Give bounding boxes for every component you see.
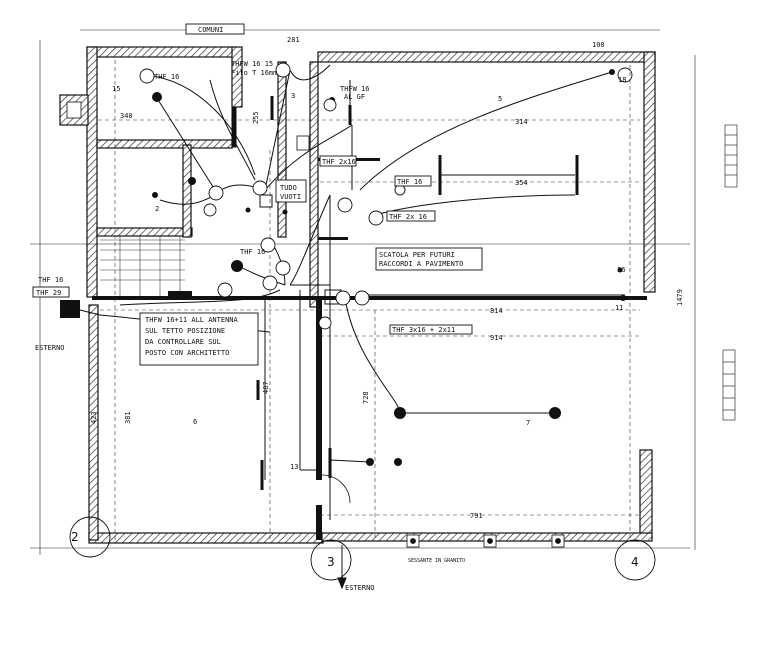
label-scatola-2: RACCORDI A PAVIMENTO [379, 260, 463, 268]
dim-814: 814 [490, 307, 503, 315]
ceiling-light [152, 192, 158, 198]
num-18: 18 [618, 76, 626, 84]
ceiling-light [231, 260, 243, 272]
label-thfw-gf: THFW 16 [340, 85, 370, 93]
label-thf16-c: THF 16 [240, 248, 265, 256]
label-scatola-1: SCATOLA PER FUTURI [379, 251, 455, 259]
dim-791: 791 [470, 512, 483, 520]
dim-423: 423 [90, 411, 98, 424]
label-thf-bottom: THF 3x16 + 2x11 [392, 326, 455, 334]
label-granito: SESSANTE IN GRANITO [408, 558, 465, 564]
room-number-5: 5 [498, 95, 502, 103]
label-thf16-a: THF 16 [154, 73, 179, 81]
ceiling-light [394, 407, 406, 419]
label-tudo: TUDO [280, 184, 297, 192]
light-fixtures [60, 69, 626, 490]
ceiling-light [394, 458, 402, 466]
label-thf-2x16-b: THF 2x 16 [389, 213, 427, 221]
ceiling-light [549, 407, 561, 419]
dim-487: 487 [262, 381, 270, 394]
ceiling-light [188, 177, 196, 185]
label-thfw-top: THFW 16 15 [231, 60, 273, 68]
label-esterno-bottom: ESTERNO [345, 584, 375, 592]
ceiling-light [152, 92, 162, 102]
dim-340: 340 [120, 112, 133, 120]
label-antenna-2: SUL TETTO POSIZIONE [145, 327, 225, 335]
label-thf29: THF 29 [36, 289, 61, 297]
label-antenna-3: DA CONTROLLARE SUL [145, 338, 221, 346]
label-vuoti: VUOTI [280, 193, 301, 201]
text-labels: COMUNI THF 16 THFW 16 15 Filo T 16mm THF… [35, 26, 684, 592]
label-comuni: COMUNI [198, 26, 223, 34]
dim-281: 281 [287, 36, 300, 44]
label-antenna-1: THFW 16+11 ALL ANTENNA [145, 316, 239, 324]
label-esterno: ESTERNO [35, 344, 65, 352]
label-thf16-left: THF 16 [38, 276, 63, 284]
room-number-2: 2 [155, 205, 159, 213]
bathroom-fixture [296, 135, 310, 151]
dim-1479: 1479 [676, 289, 684, 306]
junction-box [259, 194, 273, 208]
dimension-lines [30, 29, 696, 555]
legend-fragments [722, 124, 738, 421]
num-16: 16 [617, 266, 625, 274]
label-thf16-b: THF 16 [397, 178, 422, 186]
label-fili: Filo T 16mm [231, 69, 277, 77]
circuit-markers [139, 62, 406, 330]
room-number-3: 3 [291, 92, 295, 100]
door-swing [321, 474, 351, 504]
dim-100: 100 [592, 41, 605, 49]
dim-914: 914 [490, 334, 503, 342]
room-number-6: 6 [193, 418, 197, 426]
dim-381: 381 [124, 411, 132, 424]
wall-socket [168, 291, 192, 300]
grid-label-4: 4 [631, 555, 639, 569]
ceiling-light [366, 458, 374, 466]
dim-728: 728 [362, 391, 370, 404]
label-thf-2x16: THF 2x16 [322, 158, 356, 166]
interior-walls [92, 61, 647, 540]
grid-label-2: 2 [71, 530, 79, 544]
grid-axis-markers [69, 67, 656, 581]
exit-arrow [337, 545, 347, 590]
exterior-plugs [406, 534, 565, 548]
dim-255: 255 [252, 111, 260, 124]
grid-label-3: 3 [327, 555, 335, 569]
meter-box [60, 300, 80, 318]
num-15: 15 [112, 85, 120, 93]
staircase [100, 236, 185, 296]
num-13: 13 [290, 463, 298, 471]
annotation-boxes [32, 23, 483, 366]
num-11: 11 [615, 304, 623, 312]
label-antenna-4: POSTO CON ARCHITETTO [145, 349, 229, 357]
room-number-7: 7 [526, 419, 530, 427]
dim-314: 314 [515, 118, 528, 126]
dim-354: 354 [515, 179, 528, 187]
label-al-gf: AL GF [344, 93, 365, 101]
